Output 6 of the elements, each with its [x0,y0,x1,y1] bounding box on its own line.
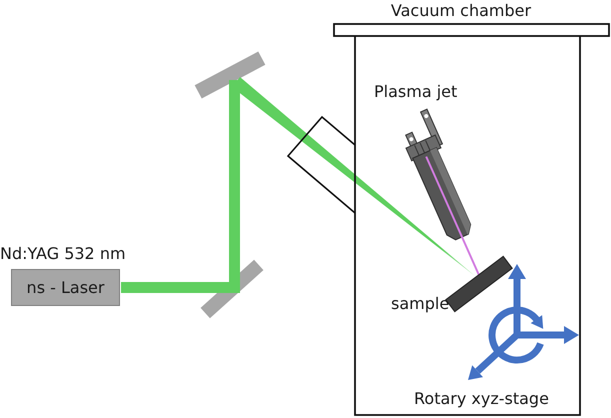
part-label: Rotary xyz-stage [414,389,549,408]
laser-model-label: Nd:YAG 532 nm [0,244,126,263]
part-label: Plasma jet [374,82,458,101]
chamber-label: Vacuum chamber [390,1,532,20]
part-label: sample [391,294,450,313]
laser-box: ns - Laser [11,269,120,306]
